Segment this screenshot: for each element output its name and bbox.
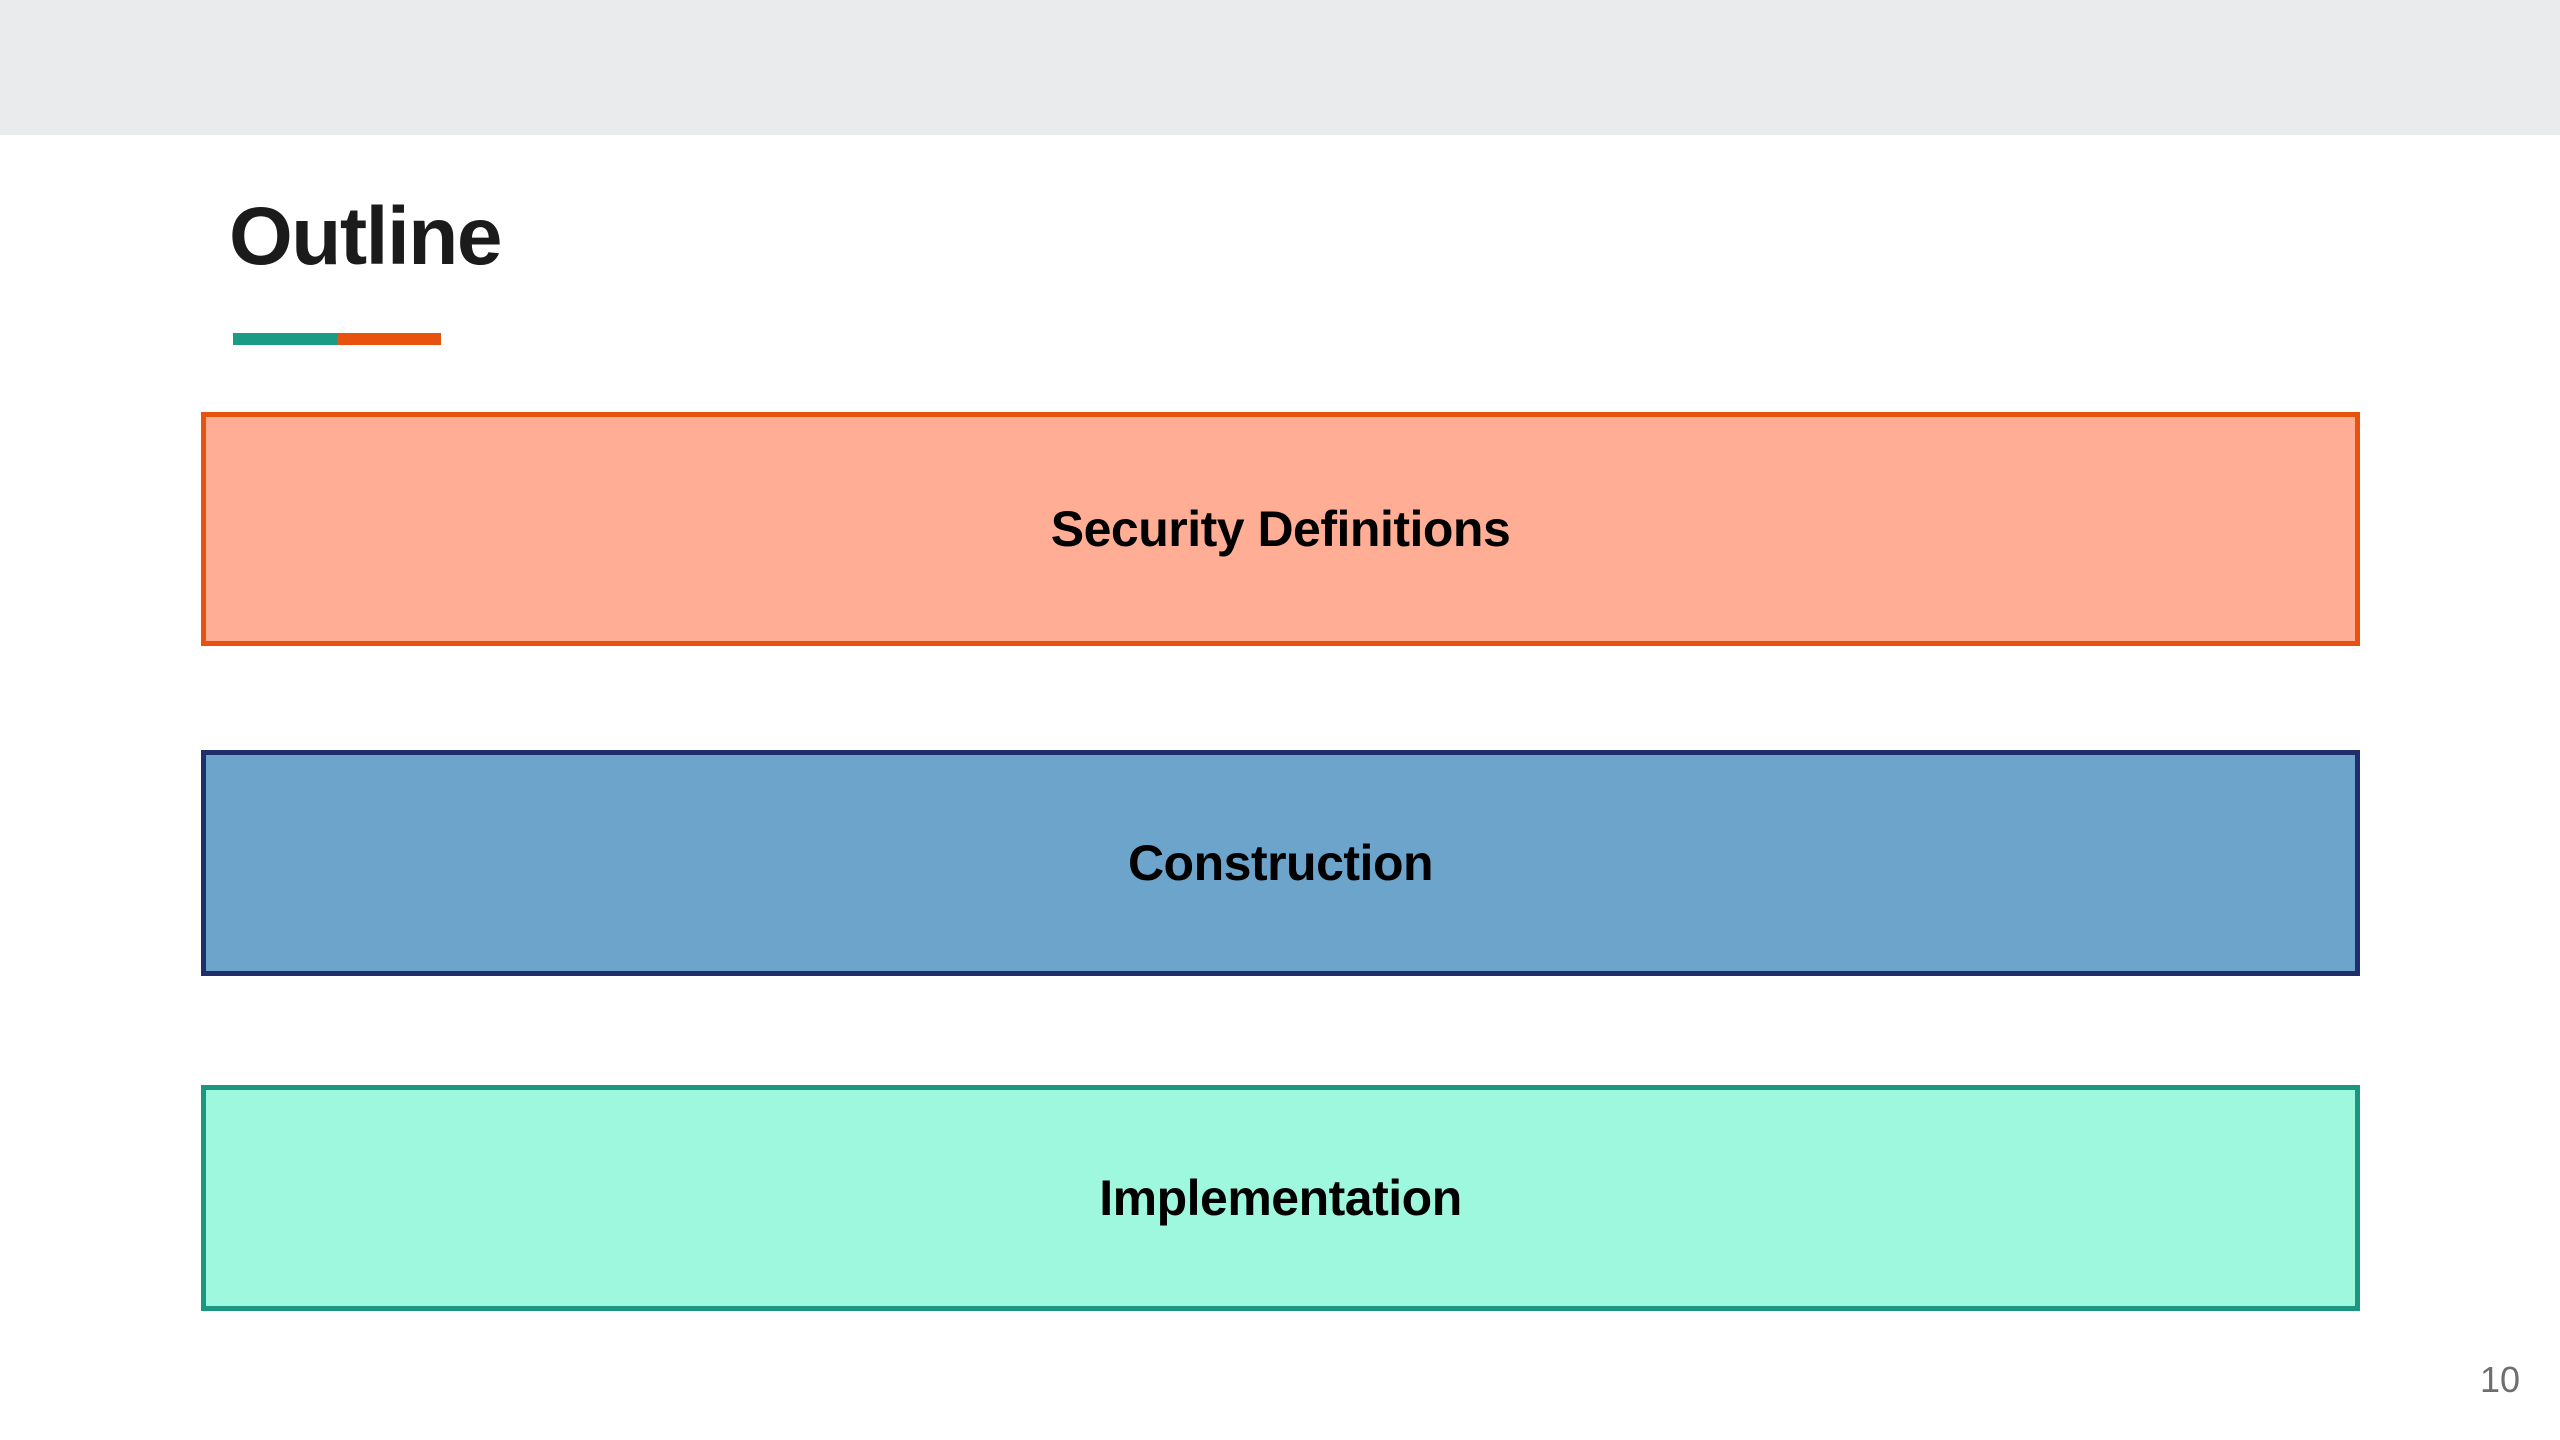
accent-segment-orange	[337, 333, 441, 345]
outline-band-label: Security Definitions	[1050, 501, 1511, 557]
page-number: 10	[2479, 1359, 2520, 1400]
outline-band-label: Construction	[1127, 835, 1434, 891]
accent-segment-teal	[233, 333, 337, 345]
outline-band-construction[interactable]: Construction	[201, 750, 2360, 976]
page-title: Outline	[229, 191, 502, 282]
outline-band-implementation[interactable]: Implementation	[201, 1085, 2360, 1311]
title-accent-rule	[233, 333, 441, 345]
outline-band-label: Implementation	[1099, 1170, 1462, 1226]
outline-band-security-definitions[interactable]: Security Definitions	[201, 412, 2360, 646]
top-chrome-band	[0, 0, 2560, 135]
